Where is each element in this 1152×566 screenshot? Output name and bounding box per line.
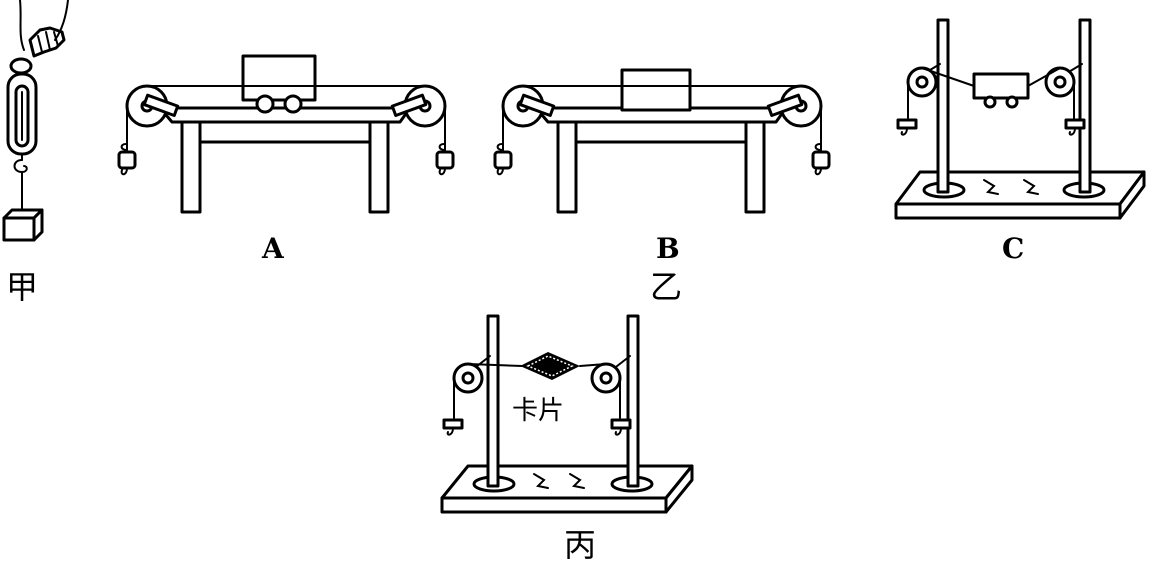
label-b: B: [656, 232, 680, 265]
weight-icon: [435, 143, 455, 176]
stand-rod: [486, 314, 500, 488]
cart-wheel: [255, 94, 275, 114]
stand-rod: [1078, 18, 1092, 194]
setup-a: [117, 54, 455, 214]
tabletop: [158, 106, 412, 124]
cart-body: [972, 72, 1030, 100]
label-card: 卡片: [512, 396, 565, 426]
spring-scale-figure: [2, 0, 69, 242]
table-leg: [744, 116, 766, 214]
cart-wheel: [283, 94, 303, 114]
table-leg: [180, 116, 202, 214]
clip-icon: [983, 179, 1039, 195]
label-bing: 丙: [564, 526, 597, 564]
weight-icon: [896, 118, 918, 136]
weight-icon: [811, 143, 831, 176]
weight-icon: [610, 418, 632, 436]
label-yi: 乙: [650, 268, 683, 306]
hand-icon: [19, 0, 69, 58]
table-leg: [556, 116, 578, 214]
weight-icon: [493, 143, 513, 176]
stand-rod: [626, 314, 640, 488]
stand-rod: [936, 18, 950, 194]
cart-body: [241, 54, 317, 102]
weight-icon: [117, 143, 137, 176]
clip-icon: [533, 473, 585, 489]
tabletop: [534, 106, 788, 124]
setup-c: [894, 18, 1146, 220]
card-icon: [520, 352, 580, 380]
block-icon: [2, 208, 44, 242]
setup-bing: [440, 314, 694, 514]
spring-scale-icon: [6, 57, 38, 213]
table-leg: [368, 116, 390, 214]
block-body: [620, 68, 692, 112]
label-a: A: [262, 232, 284, 265]
weight-icon: [442, 418, 464, 436]
weight-icon: [1064, 118, 1086, 136]
label-c: C: [1002, 232, 1025, 265]
setup-b: [493, 68, 831, 214]
label-jia: 甲: [6, 268, 39, 306]
